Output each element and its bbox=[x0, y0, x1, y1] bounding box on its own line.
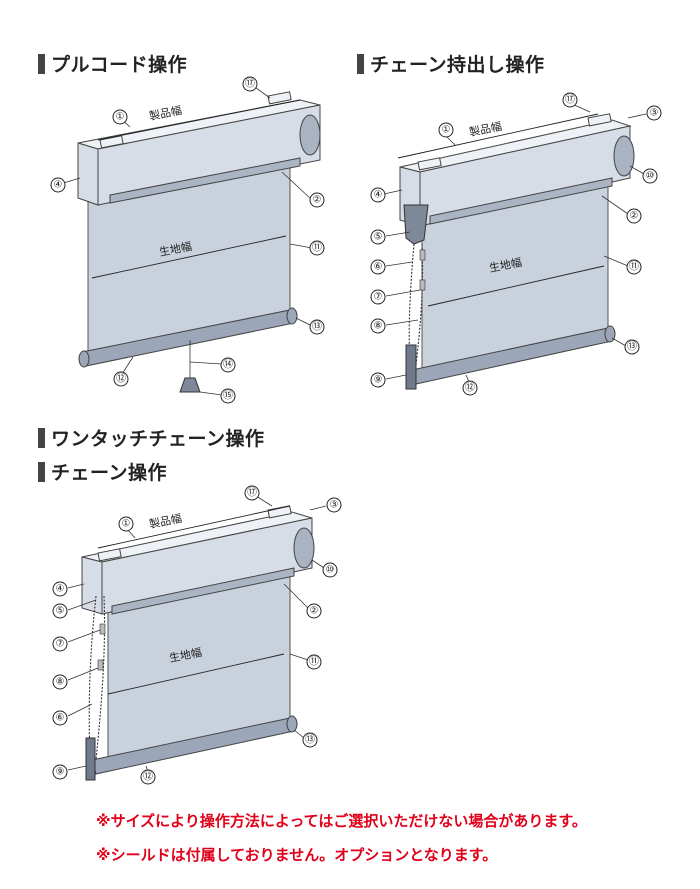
callout-11: ⑪ bbox=[312, 242, 322, 254]
chain-weight bbox=[85, 737, 96, 781]
end-cap bbox=[293, 527, 315, 569]
callout-7: ⑦ bbox=[374, 292, 383, 303]
fabric-width-line bbox=[107, 653, 285, 695]
fabric-width-line bbox=[91, 235, 287, 279]
product-width-line bbox=[397, 113, 599, 159]
section-title-pull-cord: プルコード操作 bbox=[38, 50, 187, 77]
product-width-label: 製品幅 bbox=[148, 103, 183, 123]
pull-weight bbox=[179, 377, 201, 393]
bottom-bar-cap bbox=[78, 350, 90, 368]
chain-front bbox=[88, 595, 97, 761]
diagram-chain: 製品幅 生地幅 ① ⑰ ③ ⑩ ④ ⑤ ② ⑦ ⑪ ⑧ ⑥ ⑬ ⑨ ⑫ bbox=[52, 485, 342, 785]
product-width-line bbox=[97, 505, 291, 549]
fabric-width-label: 生地幅 bbox=[488, 255, 523, 275]
callout-12: ⑫ bbox=[116, 373, 126, 385]
callout-15: ⑮ bbox=[223, 390, 233, 402]
fabric-width-label: 生地幅 bbox=[168, 645, 203, 665]
callout-3: ③ bbox=[330, 500, 339, 511]
callout-1: ① bbox=[442, 125, 451, 136]
headbox-front bbox=[101, 517, 313, 615]
callout-8: ⑧ bbox=[56, 677, 65, 688]
callout-17: ⑰ bbox=[245, 78, 255, 90]
callout-7: ⑦ bbox=[56, 639, 65, 650]
end-cap bbox=[299, 114, 321, 156]
headbox-front bbox=[97, 104, 321, 206]
section-title-text: プルコード操作 bbox=[51, 54, 188, 76]
product-width-label: 製品幅 bbox=[148, 511, 183, 531]
bracket bbox=[587, 113, 612, 127]
fabric-width-label: 生地幅 bbox=[158, 239, 193, 259]
bottom-bar-cap bbox=[286, 307, 298, 325]
title-marker bbox=[38, 427, 45, 448]
diagram-pull-cord: 製品幅 生地幅 ① ⑰ ④ ② ⑪ ⑬ ⑫ ⑭ ⑮ bbox=[50, 76, 325, 404]
callout-12: ⑫ bbox=[143, 771, 153, 783]
lower-rail bbox=[109, 157, 301, 204]
callout-11: ⑪ bbox=[629, 261, 639, 273]
callout-13: ⑬ bbox=[627, 341, 637, 353]
callout-2: ② bbox=[310, 606, 319, 617]
end-cap bbox=[613, 135, 635, 177]
callout-5: ⑤ bbox=[56, 606, 65, 617]
chain-weight bbox=[405, 344, 417, 390]
section-title-chain-stepped: チェーン持出し操作 bbox=[357, 50, 545, 77]
section-title-text: チェーン操作 bbox=[51, 462, 168, 484]
diagram-chain-stepped: 製品幅 生地幅 ① ⑰ ③ ⑩ ④ ② ⑤ ⑥ ⑦ ⑧ ⑨ ⑪ ⑬ ⑫ bbox=[370, 92, 662, 396]
callout-13: ⑬ bbox=[312, 321, 322, 333]
callout-1: ① bbox=[116, 112, 125, 123]
callout-12: ⑫ bbox=[465, 382, 475, 394]
section-title-text: チェーン持出し操作 bbox=[370, 54, 545, 76]
bracket bbox=[267, 91, 292, 105]
callout-4: ④ bbox=[374, 190, 383, 201]
note-size-restriction: ※サイズにより操作方法によってはご選択いただけない場合があります。 bbox=[96, 812, 587, 830]
section-title-one-touch: ワンタッチチェーン操作 bbox=[38, 424, 265, 451]
callout-14: ⑭ bbox=[223, 359, 233, 371]
bottom-bar-cap bbox=[604, 325, 616, 343]
callout-13: ⑬ bbox=[305, 734, 315, 746]
title-marker bbox=[357, 53, 364, 74]
callout-10: ⑩ bbox=[326, 565, 335, 576]
callout-1: ① bbox=[122, 519, 131, 530]
callout-11: ⑪ bbox=[309, 656, 319, 668]
callout-9: ⑨ bbox=[374, 375, 383, 386]
chain-back bbox=[95, 595, 106, 761]
title-marker bbox=[38, 461, 45, 482]
lower-rail bbox=[429, 177, 613, 225]
fabric-width-line bbox=[427, 265, 605, 307]
note-shield-option: ※シールドは付属しておりません。オプションとなります。 bbox=[96, 846, 498, 864]
bracket bbox=[267, 505, 292, 519]
callout-8: ⑧ bbox=[374, 321, 383, 332]
callout-3: ③ bbox=[650, 108, 659, 119]
callout-9: ⑨ bbox=[56, 767, 65, 778]
callout-6: ⑥ bbox=[374, 262, 383, 273]
chain-bracket bbox=[403, 204, 429, 245]
callout-2: ② bbox=[630, 211, 639, 222]
product-width-label: 製品幅 bbox=[468, 119, 503, 139]
callout-4: ④ bbox=[56, 584, 65, 595]
title-marker bbox=[38, 53, 45, 74]
callout-4: ④ bbox=[54, 180, 63, 191]
callout-2: ② bbox=[313, 195, 322, 206]
bracket bbox=[417, 157, 442, 171]
lower-rail bbox=[111, 567, 295, 615]
section-title-chain: チェーン操作 bbox=[38, 458, 167, 485]
callout-17: ⑰ bbox=[247, 487, 257, 499]
callout-10: ⑩ bbox=[646, 171, 655, 182]
section-title-text: ワンタッチチェーン操作 bbox=[51, 428, 265, 450]
callout-17: ⑰ bbox=[565, 94, 575, 106]
callout-5: ⑤ bbox=[374, 232, 383, 243]
callout-6: ⑥ bbox=[56, 713, 65, 724]
headbox-end bbox=[77, 142, 99, 206]
headbox-end bbox=[81, 556, 103, 615]
product-width-line bbox=[97, 99, 301, 141]
bracket bbox=[97, 548, 122, 562]
bottom-bar-cap bbox=[286, 715, 298, 733]
